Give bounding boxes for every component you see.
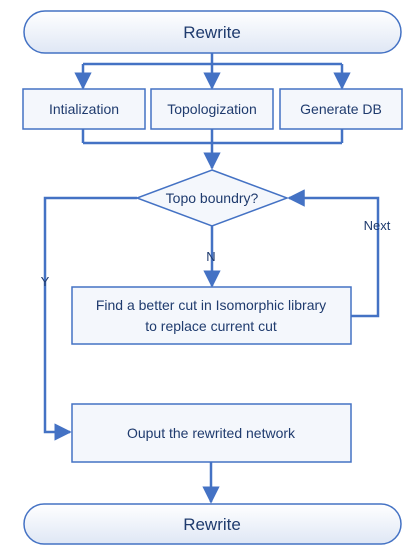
end-terminator: Rewrite bbox=[23, 503, 402, 545]
start-label: Rewrite bbox=[183, 23, 241, 42]
process-label-line2: to replace current cut bbox=[145, 318, 277, 334]
process-label-line1: Find a better cut in Isomorphic library bbox=[96, 297, 326, 313]
yes-branch-connector bbox=[43, 196, 137, 441]
no-branch-label: N bbox=[206, 249, 215, 264]
end-label: Rewrite bbox=[183, 515, 241, 534]
init-label-topologization: Topologization bbox=[167, 101, 257, 117]
next-loop-connector bbox=[287, 189, 380, 318]
start-fanout-connector bbox=[74, 53, 351, 90]
yes-branch-label: Y bbox=[41, 274, 50, 289]
decision-diamond: Topo boundry? bbox=[134, 169, 290, 227]
init-box-initialization: Intialization bbox=[22, 88, 146, 130]
init-merge-connector bbox=[81, 129, 344, 170]
init-label-generate-db: Generate DB bbox=[300, 101, 382, 117]
init-label-initialization: Intialization bbox=[49, 101, 119, 117]
decision-label: Topo boundry? bbox=[166, 190, 259, 206]
process-box: Find a better cut in Isomorphic library … bbox=[71, 286, 352, 345]
init-box-generate-db: Generate DB bbox=[279, 88, 403, 130]
start-terminator: Rewrite bbox=[23, 10, 402, 54]
next-loop-label: Next bbox=[364, 218, 391, 233]
output-box: Ouput the rewrited network bbox=[71, 403, 352, 463]
init-box-topologization: Topologization bbox=[150, 88, 274, 130]
output-label: Ouput the rewrited network bbox=[127, 425, 296, 441]
